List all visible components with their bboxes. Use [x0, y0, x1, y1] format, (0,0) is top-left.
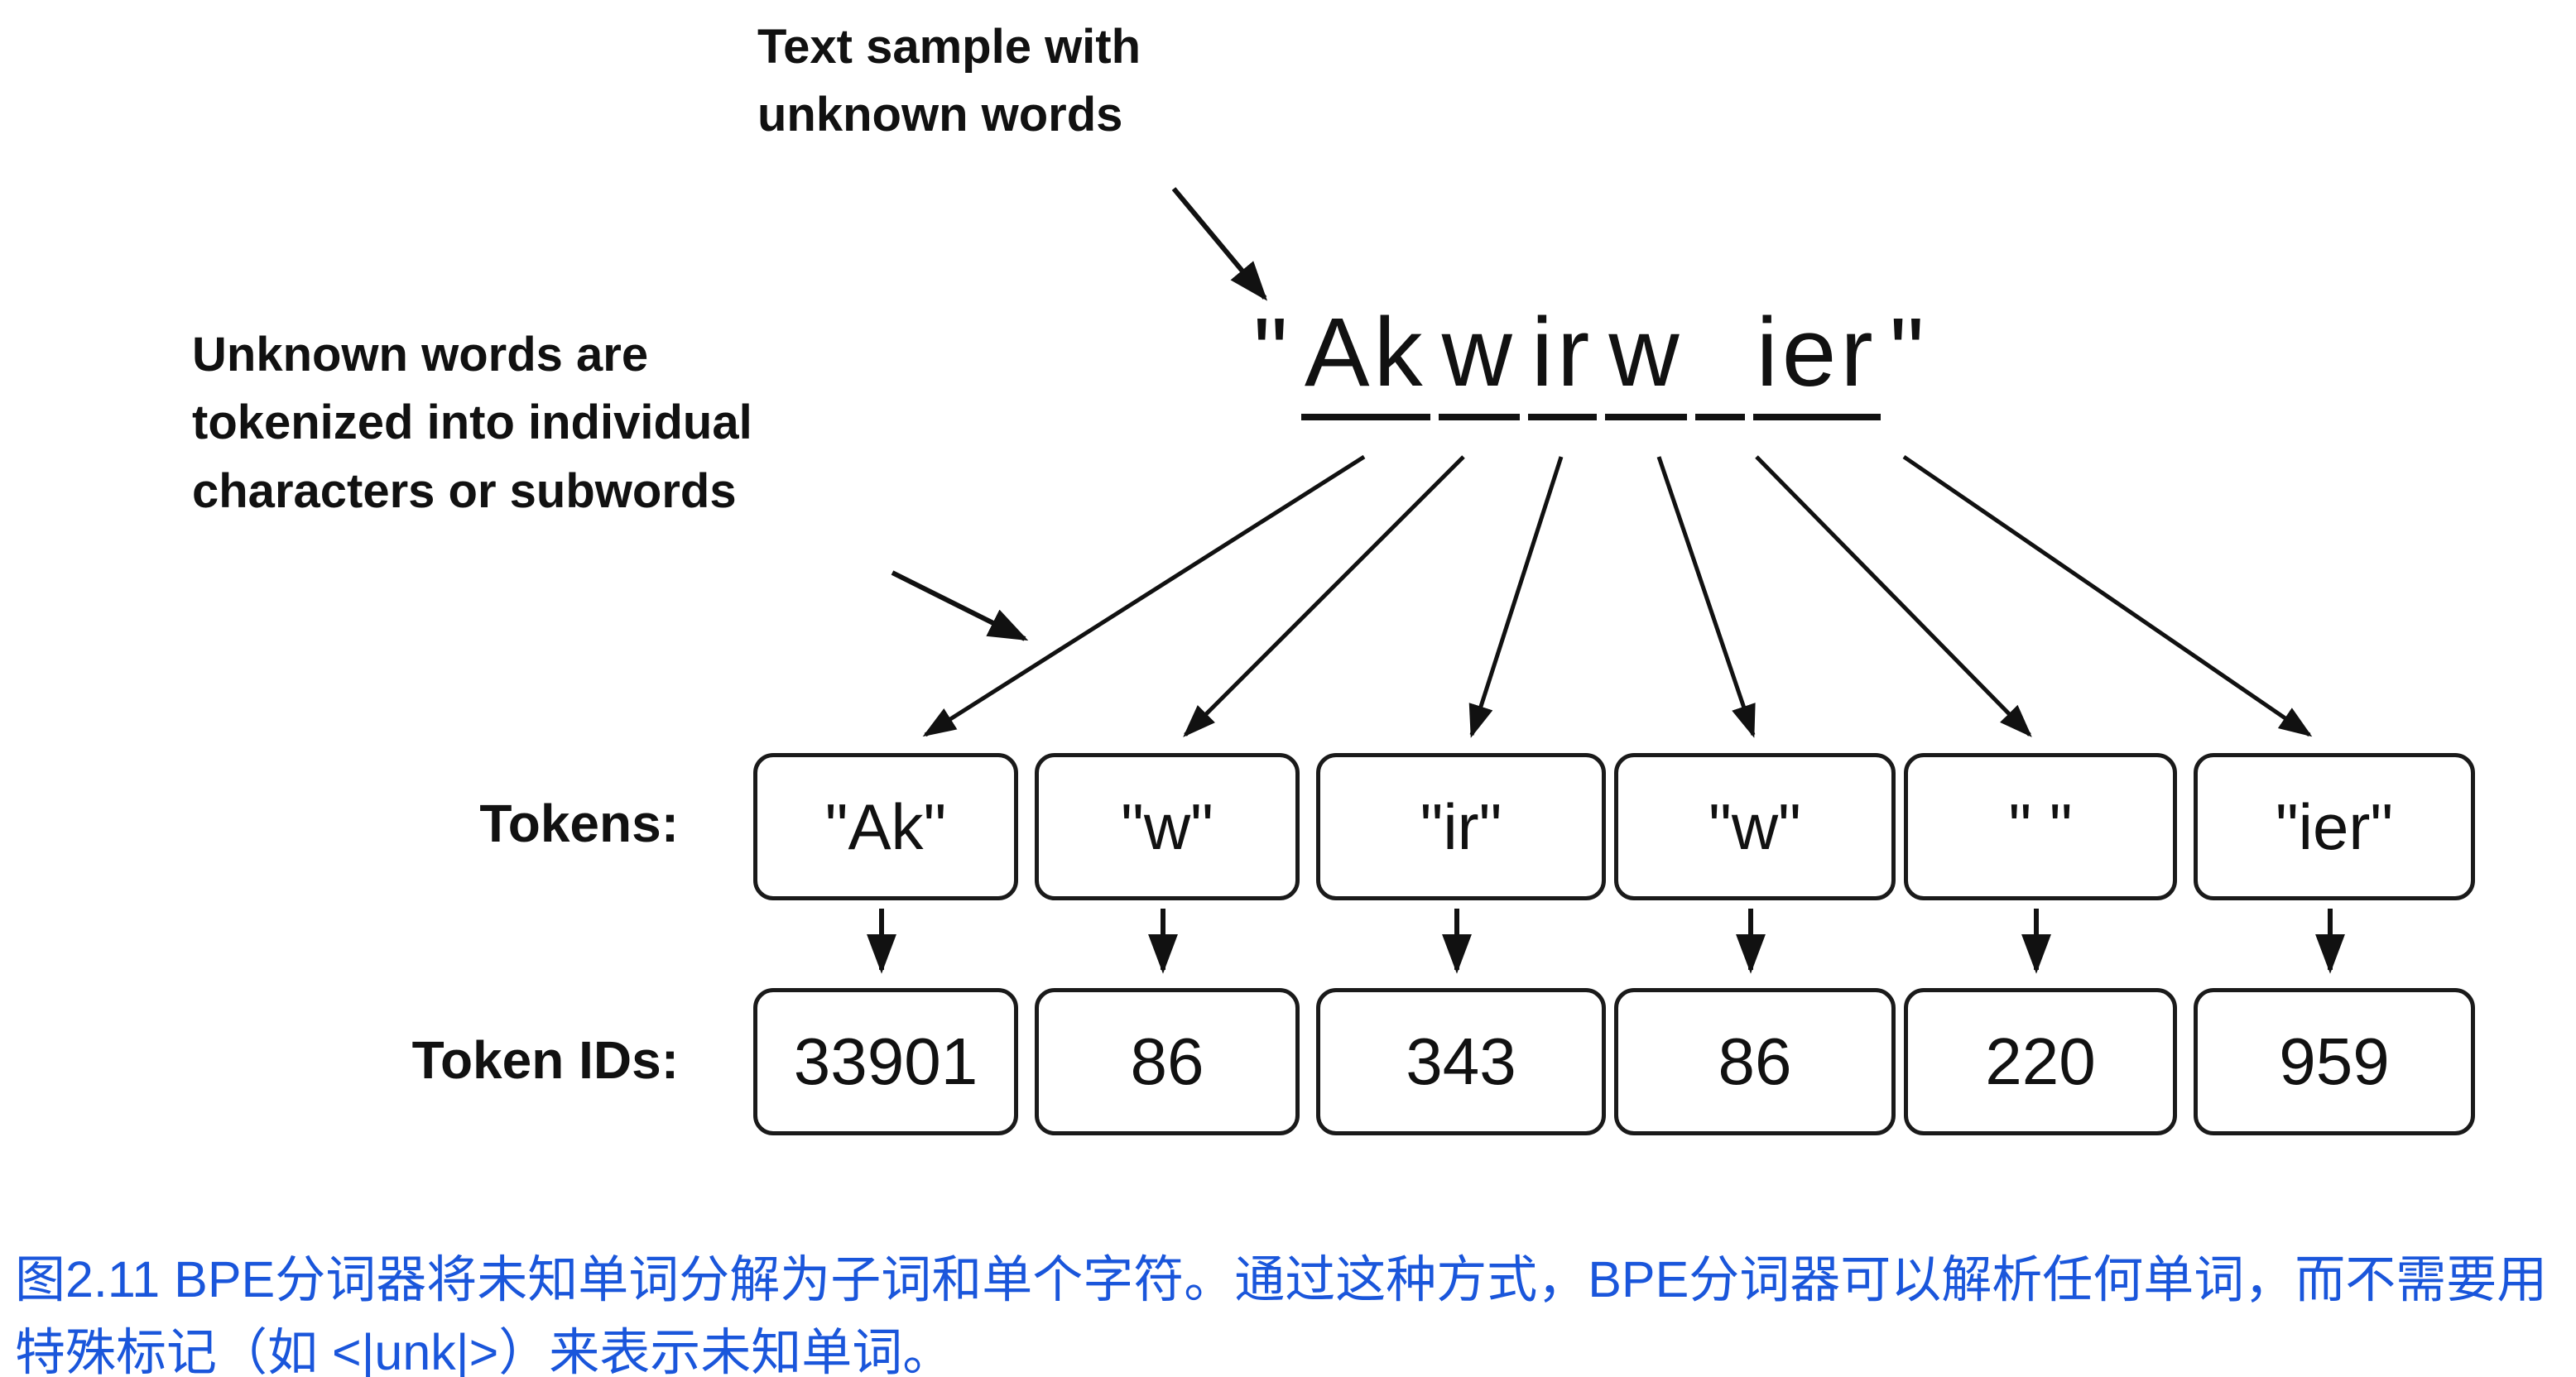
annotation-text-sample: Text sample with unknown words	[757, 13, 1141, 150]
annotation-unknown-words: Unknown words are tokenized into individ…	[192, 321, 752, 525]
arrow-fan-ier	[1902, 454, 2313, 737]
arrow-fan-ak	[922, 454, 1366, 737]
token-id-box: 86	[1035, 988, 1300, 1135]
open-quote: "	[1253, 298, 1292, 407]
sample-segment-ier: ier	[1752, 296, 1881, 420]
token-box: "w"	[1614, 753, 1896, 900]
annotation-unknown-words-line2: tokenized into individual	[192, 396, 752, 450]
token-box: "ier"	[2194, 753, 2475, 900]
annotation-unknown-words-line1: Unknown words are	[192, 328, 649, 381]
arrow-fan-ir	[1468, 456, 1564, 738]
sample-segment-space	[1694, 296, 1745, 420]
token-id-box: 33901	[753, 988, 1018, 1135]
sample-segment-ak: Ak	[1300, 296, 1430, 420]
sample-segment-w1: w	[1438, 296, 1520, 420]
token-id-box: 343	[1316, 988, 1606, 1135]
arrow-fan-w1	[1183, 455, 1465, 737]
arrow-left-annotation	[891, 570, 1029, 641]
arrow-top-annotation	[1171, 187, 1268, 301]
tokens-row-label: Tokens:	[479, 794, 679, 853]
token-box: "ir"	[1316, 753, 1606, 900]
token-id-box: 959	[2194, 988, 2475, 1135]
annotation-text-sample-line1: Text sample with	[757, 20, 1141, 74]
token-id-box: 86	[1614, 988, 1896, 1135]
annotation-text-sample-line2: unknown words	[757, 88, 1123, 142]
token-box: "w"	[1035, 753, 1300, 900]
sample-segment-ir: ir	[1527, 296, 1598, 420]
arrow-fan-space	[1755, 455, 2032, 737]
token-id-box: 220	[1904, 988, 2177, 1135]
token-ids-row-label: Token IDs:	[411, 1030, 679, 1090]
token-box: " "	[1904, 753, 2177, 900]
figure-caption: 图2.11 BPE分词器将未知单词分解为子词和单个字符。通过这种方式，BPE分词…	[15, 1251, 2548, 1377]
arrow-fan-w2	[1656, 456, 1756, 738]
token-box: "Ak"	[753, 753, 1018, 900]
annotation-unknown-words-line3: characters or subwords	[192, 463, 737, 518]
close-quote: "	[1889, 298, 1929, 407]
sample-segment-w2: w	[1605, 296, 1687, 420]
